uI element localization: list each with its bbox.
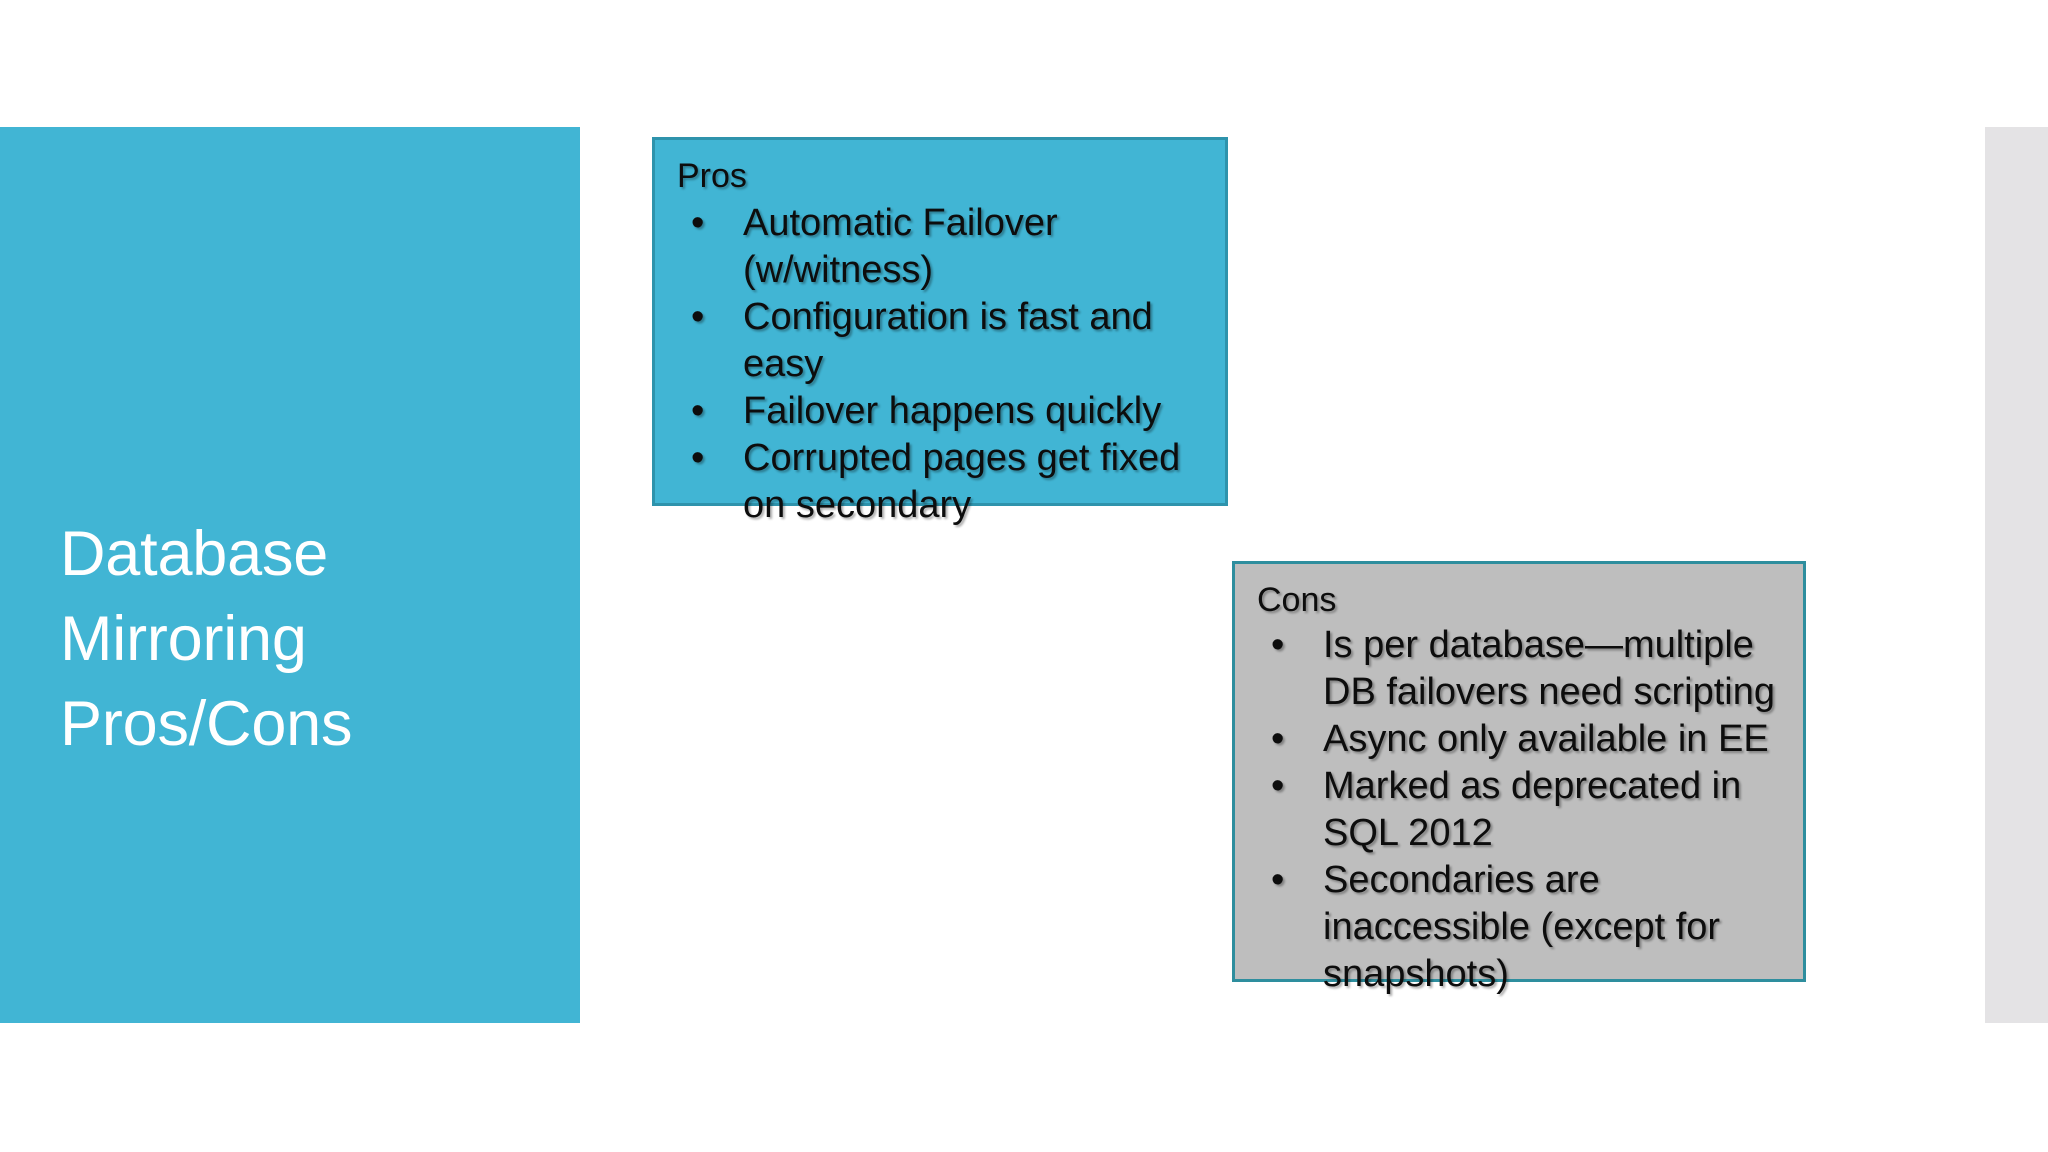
bullet-icon: • bbox=[691, 437, 705, 479]
cons-list-item: • Secondaries are inaccessible (except f… bbox=[1257, 857, 1781, 998]
bullet-icon: • bbox=[1271, 718, 1285, 760]
pros-list-item: • Corrupted pages get fixed on secondary bbox=[677, 435, 1203, 529]
pros-list: • Automatic Failover (w/witness) • Confi… bbox=[677, 200, 1203, 529]
pros-box: Pros • Automatic Failover (w/witness) • … bbox=[652, 137, 1228, 526]
bullet-icon: • bbox=[691, 296, 705, 338]
cons-item-text: Async only available in EE bbox=[1323, 718, 1769, 760]
cons-box: Cons • Is per database—multiple DB failo… bbox=[1232, 561, 1806, 995]
pros-item-text: Automatic Failover (w/witness) bbox=[743, 202, 1058, 291]
cons-item-text: Marked as deprecated in SQL 2012 bbox=[1323, 765, 1742, 854]
cons-item-text: Secondaries are inaccessible (except for… bbox=[1323, 859, 1721, 995]
bullet-icon: • bbox=[691, 202, 705, 244]
pros-item-text: Failover happens quickly bbox=[743, 390, 1162, 432]
bullet-icon: • bbox=[1271, 624, 1285, 666]
pros-list-item: • Failover happens quickly bbox=[677, 388, 1203, 435]
cons-item-text: Is per database—multiple DB failovers ne… bbox=[1323, 624, 1775, 713]
cons-list: • Is per database—multiple DB failovers … bbox=[1257, 622, 1781, 998]
pros-item-text: Configuration is fast and easy bbox=[743, 296, 1153, 385]
right-edge-strip bbox=[1985, 127, 2048, 1023]
pros-item-text: Corrupted pages get fixed on secondary bbox=[743, 437, 1181, 526]
slide-title: Database Mirroring Pros/Cons bbox=[60, 519, 353, 759]
bullet-icon: • bbox=[1271, 765, 1285, 807]
title-panel: Database Mirroring Pros/Cons bbox=[0, 127, 580, 1023]
pros-heading: Pros bbox=[677, 157, 747, 195]
bullet-icon: • bbox=[691, 390, 705, 432]
pros-list-item: • Configuration is fast and easy bbox=[677, 294, 1203, 388]
cons-list-item: • Is per database—multiple DB failovers … bbox=[1257, 622, 1781, 716]
cons-list-item: • Async only available in EE bbox=[1257, 716, 1781, 763]
cons-heading: Cons bbox=[1257, 581, 1337, 619]
pros-list-item: • Automatic Failover (w/witness) bbox=[677, 200, 1203, 294]
bullet-icon: • bbox=[1271, 859, 1285, 901]
cons-list-item: • Marked as deprecated in SQL 2012 bbox=[1257, 763, 1781, 857]
